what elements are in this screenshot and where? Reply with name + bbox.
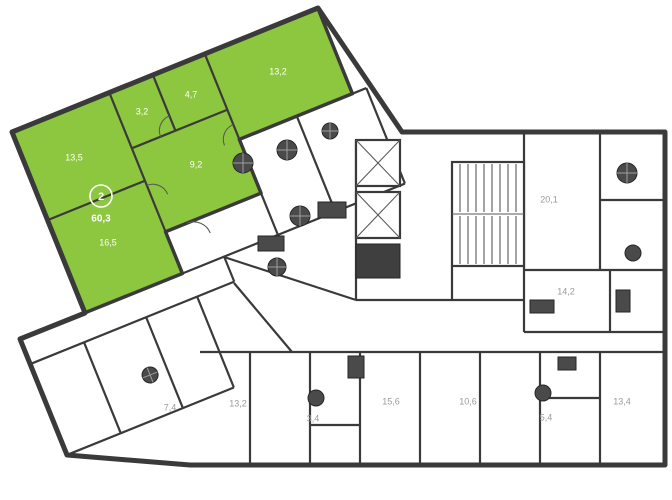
table-cross-icon <box>268 258 286 276</box>
building-outline <box>9 5 668 468</box>
bathtub-icon <box>347 355 365 379</box>
counter-icon <box>529 299 555 314</box>
rooms-count-ring <box>89 184 113 208</box>
room-area-label: 13,4 <box>613 396 631 406</box>
room-area-label: 14,2 <box>557 286 575 296</box>
table-icon <box>307 389 325 407</box>
room-area-label: 13,5 <box>65 152 83 162</box>
counter-icon <box>257 235 285 252</box>
room-area-label: 9,2 <box>190 159 203 169</box>
table-cross-icon <box>142 367 158 383</box>
table-cross-icon <box>322 123 338 139</box>
room-area-label: 20,1 <box>540 194 558 204</box>
room-area-label: 3,4 <box>307 413 320 423</box>
fixtures <box>232 122 642 407</box>
tilted-wing <box>10 6 406 456</box>
counter-icon <box>317 201 347 219</box>
room-area-label: 10,6 <box>459 396 477 406</box>
wing-interior-walls <box>29 53 406 456</box>
room-labels: 13,5 16,5 9,2 3,2 4,7 13,2 2 60,3 20,1 1… <box>65 66 631 423</box>
table-icon <box>624 244 642 262</box>
elevator-cross-icon <box>355 191 401 239</box>
door-arcs <box>146 115 234 234</box>
room-area-label: 13,2 <box>269 66 287 76</box>
total-area-label: 60,3 <box>91 214 111 225</box>
room-area-label: 4,7 <box>185 89 198 99</box>
stairwell <box>450 160 526 268</box>
rooms-count-label: 2 <box>98 191 104 203</box>
toilet-icon <box>615 289 631 313</box>
room-area-label: 13,2 <box>229 398 247 408</box>
table-cross-icon <box>617 163 637 183</box>
apartment-badge[interactable]: 2 60,3 <box>89 184 113 225</box>
room-area-label: 15,6 <box>382 396 400 406</box>
table-cross-icon <box>290 206 310 226</box>
elevator-cross-icon <box>355 139 401 187</box>
room-area-label: 16,5 <box>99 237 117 247</box>
room-area-label: 7,4 <box>164 402 177 412</box>
shaft-block <box>355 243 401 279</box>
table-cross-icon <box>277 140 297 160</box>
table-cross-icon <box>233 153 253 173</box>
room-area-label: 3,2 <box>136 106 149 116</box>
table-icon <box>534 384 552 402</box>
elevator-core <box>354 138 402 279</box>
room-area-label: 5,4 <box>540 412 553 422</box>
counter-icon <box>557 356 577 371</box>
stair-treads <box>452 164 524 264</box>
